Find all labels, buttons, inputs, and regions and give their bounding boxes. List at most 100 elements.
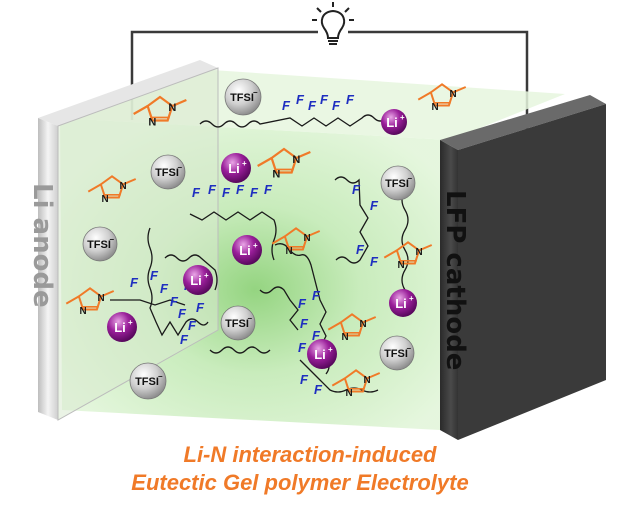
polymer-chain <box>259 286 299 331</box>
nitrogen-atom: N <box>432 102 439 113</box>
fluorine-atom: F <box>298 340 307 355</box>
nitrogen-atom: N <box>416 247 423 258</box>
imidazole-molecule: NN <box>87 175 137 205</box>
li-anode-plate <box>38 60 219 421</box>
imidazole-molecule: NN <box>133 95 187 129</box>
li-cation: Li+ <box>107 312 137 342</box>
tfsi-anion: TFSI− <box>150 154 186 190</box>
nitrogen-atom: N <box>98 293 105 304</box>
imidazole-molecule: NN <box>271 227 321 257</box>
polymer-chain <box>164 254 218 291</box>
li-cation: Li+ <box>307 339 337 369</box>
svg-text:+: + <box>253 241 258 250</box>
fluorine-atom: F <box>296 92 305 107</box>
imidazole-molecule: NN <box>331 369 381 399</box>
fluorine-atom: F <box>150 268 159 283</box>
svg-text:Li: Li <box>239 243 251 258</box>
fluorine-atom: F <box>264 182 273 197</box>
tfsi-anion: TFSI− <box>82 226 118 262</box>
nitrogen-atom: N <box>286 246 293 257</box>
fluorine-atom: F <box>312 328 321 343</box>
li-cation: Li+ <box>221 153 251 183</box>
polymer-chain <box>199 114 399 128</box>
svg-text:Li: Li <box>314 347 326 362</box>
fluorine-atom: F <box>346 92 355 107</box>
svg-text:+: + <box>409 294 414 303</box>
svg-text:+: + <box>242 159 247 168</box>
li-cation: Li+ <box>381 109 407 135</box>
fluorine-atom: F <box>180 332 189 347</box>
nitrogen-atom: N <box>346 388 353 399</box>
fluorine-atom: F <box>196 300 205 315</box>
imidazole-molecule: NN <box>383 241 433 271</box>
fluorine-atom: F <box>308 98 317 113</box>
svg-text:TFSI: TFSI <box>385 178 409 190</box>
fluorine-atom: F <box>312 288 321 303</box>
imidazole-molecule: NN <box>257 147 311 181</box>
nitrogen-atom: N <box>120 181 127 192</box>
polymer-chain <box>334 176 369 264</box>
svg-text:−: − <box>158 372 163 381</box>
svg-text:TFSI: TFSI <box>384 348 408 360</box>
tfsi-anion: TFSI− <box>129 362 167 400</box>
svg-text:TFSI: TFSI <box>230 92 254 104</box>
nitrogen-atom: N <box>360 319 367 330</box>
fluorine-atom: F <box>300 316 309 331</box>
fluorine-atom: F <box>188 318 197 333</box>
nitrogen-atom: N <box>80 306 87 317</box>
fluorine-atom: F <box>320 92 329 107</box>
fluorine-atom: F <box>356 242 365 257</box>
polymer-chain <box>147 227 209 337</box>
nitrogen-atom: N <box>364 375 371 386</box>
nitrogen-atom: N <box>450 89 457 100</box>
svg-text:Li: Li <box>228 161 240 176</box>
svg-text:−: − <box>177 163 182 172</box>
nitrogen-atom: N <box>292 154 300 166</box>
fluorine-atoms: FFFFFFFFFFFFFFFFFFFFFFFFFFFFFFFFF <box>130 92 379 397</box>
li-cation: Li+ <box>183 265 213 295</box>
svg-text:+: + <box>128 318 133 327</box>
fluorine-atom: F <box>370 198 379 213</box>
imidazole-molecule: NN <box>327 313 377 343</box>
svg-text:+: + <box>400 113 405 122</box>
polymer-chain <box>401 189 409 291</box>
svg-text:TFSI: TFSI <box>135 376 159 388</box>
svg-text:+: + <box>204 271 209 280</box>
svg-text:TFSI: TFSI <box>87 239 111 251</box>
fluorine-atom: F <box>178 306 187 321</box>
svg-text:Li: Li <box>395 296 407 311</box>
svg-text:+: + <box>328 345 333 354</box>
caption-line-1: Li-N interaction-induced <box>184 442 438 467</box>
svg-text:Li: Li <box>114 320 126 335</box>
li-cation: Li+ <box>232 235 262 265</box>
svg-text:TFSI: TFSI <box>225 318 249 330</box>
svg-text:Li: Li <box>190 273 202 288</box>
tfsi-anion: TFSI− <box>380 165 416 201</box>
fluorine-atom: F <box>236 182 245 197</box>
nitrogen-atom: N <box>102 194 109 205</box>
nitrogen-atom: N <box>304 233 311 244</box>
svg-text:Li: Li <box>386 115 398 130</box>
fluorine-atom: F <box>282 98 291 113</box>
svg-text:−: − <box>247 314 252 323</box>
tfsi-anion: TFSI− <box>220 305 256 341</box>
imidazole-molecule: NN <box>417 83 467 113</box>
imidazole-molecule: NN <box>65 287 115 317</box>
fluorine-atom: F <box>208 182 217 197</box>
fluorine-atom: F <box>250 185 259 200</box>
fluorine-atom: F <box>222 185 231 200</box>
cathode-label: LFP cathode <box>440 190 470 370</box>
anode-label: Li anode <box>27 183 57 308</box>
fluorine-atom: F <box>160 281 169 296</box>
svg-text:TFSI: TFSI <box>155 167 179 179</box>
polymer-chain <box>110 299 186 306</box>
fluorine-atom: F <box>130 275 139 290</box>
tfsi-anion: TFSI− <box>379 335 415 371</box>
nitrogen-atom: N <box>398 260 405 271</box>
fluorine-atom: F <box>192 185 201 200</box>
ions: TFSI−TFSI−TFSI−TFSI−TFSI−TFSI−TFSI−Li+Li… <box>82 78 417 400</box>
fluorine-atom: F <box>300 372 309 387</box>
fluorine-atom: F <box>332 98 341 113</box>
li-cation: Li+ <box>389 289 417 317</box>
